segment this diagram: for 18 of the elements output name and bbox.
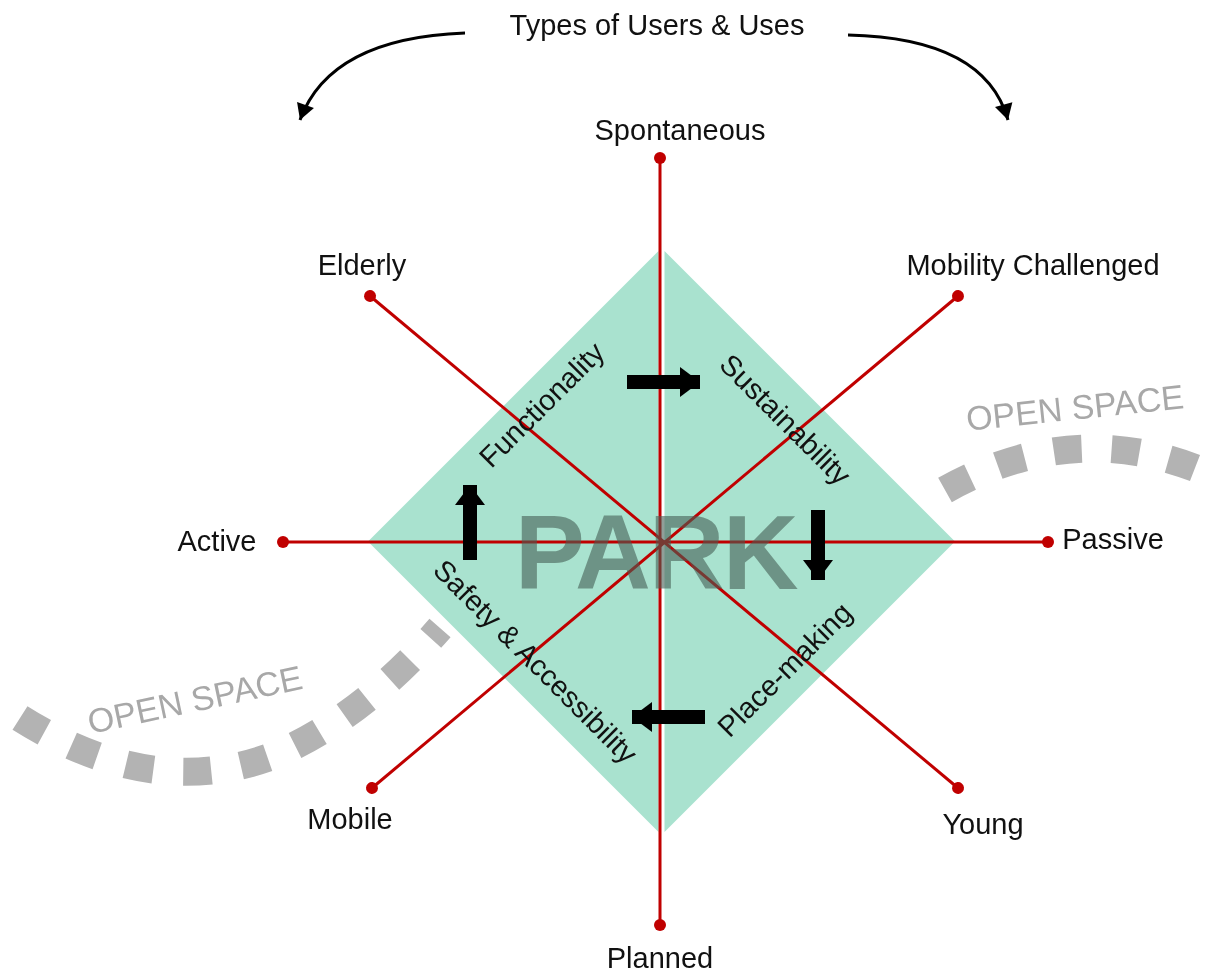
flow-arrow (632, 702, 705, 732)
axis-label: Mobility Challenged (906, 248, 1160, 282)
axis-label: Planned (606, 941, 714, 975)
axis-label: Elderly (317, 248, 407, 282)
axis-label: Spontaneous (594, 113, 766, 147)
curved-arrow (847, 33, 1012, 121)
flow-arrow (455, 485, 485, 560)
curved-arrow (298, 31, 466, 121)
flow-arrow (803, 510, 833, 580)
heading-text: Types of Users & Uses (509, 8, 805, 42)
area-label: OPEN SPACE (84, 658, 306, 742)
flow-arrow (627, 367, 700, 397)
axis-line (654, 152, 666, 931)
axis-label: Young (942, 807, 1024, 841)
area-label: OPEN SPACE (964, 377, 1186, 439)
axis-label: Mobile (307, 802, 393, 836)
axis-label: Passive (1062, 522, 1164, 556)
axis-label: Active (177, 524, 257, 558)
